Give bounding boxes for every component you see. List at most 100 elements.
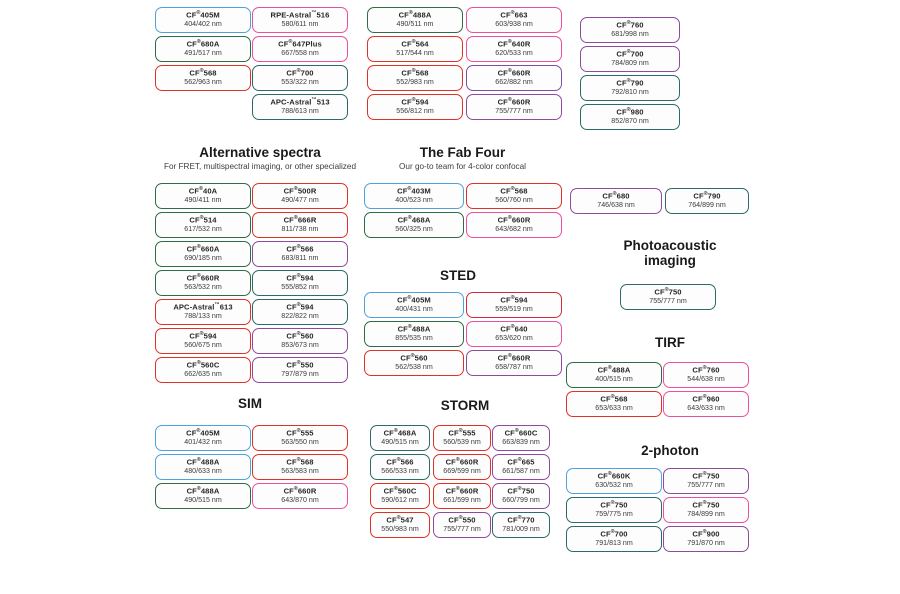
trademark-mark: ® xyxy=(196,457,201,464)
trademark-mark: ® xyxy=(626,78,631,85)
trademark-mark: ® xyxy=(702,471,707,478)
trademark-mark: ® xyxy=(199,68,204,75)
dye-name: CF®514 xyxy=(189,215,217,225)
dye-name: CF®660A xyxy=(186,244,220,254)
dye-wavelength: 400/431 nm xyxy=(395,305,433,314)
dye-name: CF®660R xyxy=(445,486,479,496)
dye-name: CF®750 xyxy=(692,500,720,510)
dye-wavelength: 559/519 nm xyxy=(495,305,533,314)
trademark-mark: ® xyxy=(702,500,707,507)
dye-name: CF®750 xyxy=(654,287,682,297)
trademark-mark: ® xyxy=(664,287,669,294)
dye-wavelength: 563/532 nm xyxy=(184,283,222,292)
dye-name: CF®750 xyxy=(507,486,535,496)
dye-wavelength: 401/432 nm xyxy=(184,438,222,447)
dye-name: CF®405M xyxy=(186,428,220,438)
subtitle-fab-four: Our go-to team for 4-color confocal xyxy=(399,162,526,171)
trademark-mark: ™ xyxy=(311,97,317,104)
trademark-mark: ® xyxy=(296,428,301,435)
trademark-mark: ® xyxy=(514,428,519,435)
dye-name: CF®960 xyxy=(692,394,720,404)
dye-name: CF®566 xyxy=(286,244,314,254)
dye-wavelength: 791/813 nm xyxy=(595,539,633,548)
trademark-mark: ® xyxy=(458,515,463,522)
dye-name: CF®750 xyxy=(600,500,628,510)
